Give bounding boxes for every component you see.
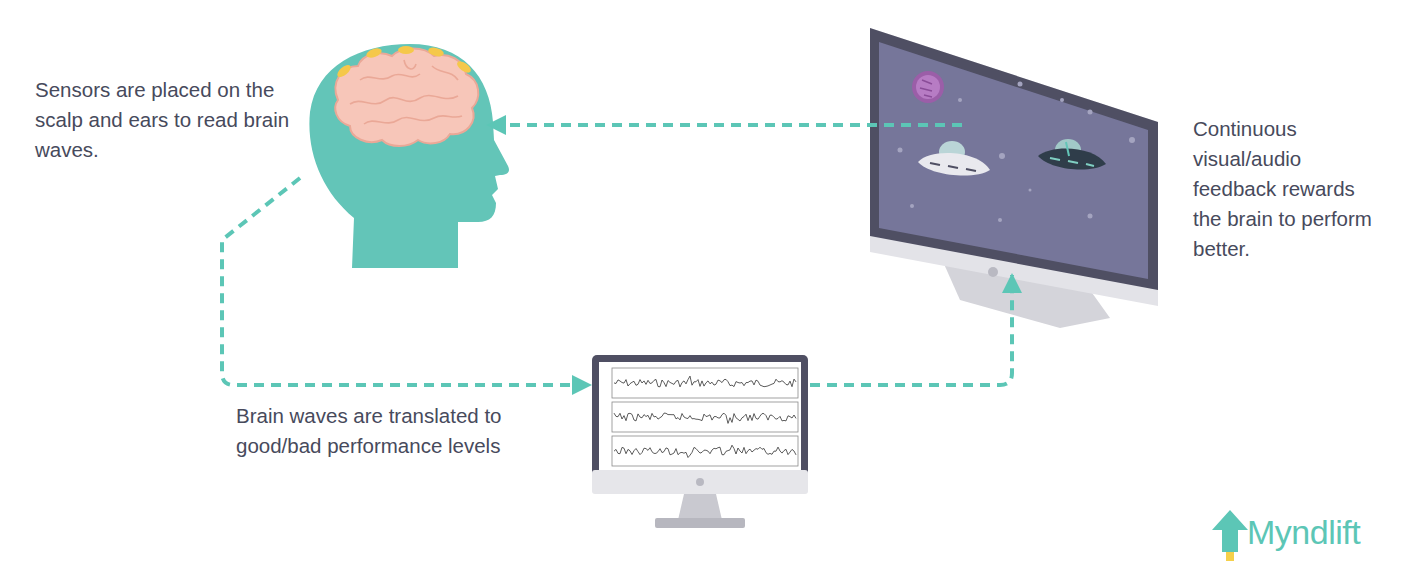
small-monitor bbox=[592, 355, 808, 528]
logo-text: Myndlift bbox=[1247, 512, 1360, 552]
waveform bbox=[614, 413, 796, 423]
head-silhouette bbox=[309, 44, 509, 268]
dashed-arrow bbox=[222, 178, 590, 385]
sensors bbox=[335, 46, 473, 79]
brain bbox=[335, 49, 478, 147]
illustration-node: Continuous visual/audio feedback rewards… bbox=[868, 28, 1158, 278]
caption-text: Continuous visual/audio feedback rewards… bbox=[1193, 114, 1375, 264]
caption-text: Brain waves are translated to good/bad p… bbox=[236, 401, 581, 461]
illustration-node: Brain waves are translated to good/bad p… bbox=[592, 355, 808, 530]
caption-text: Sensors are placed on the scalp and ears… bbox=[35, 75, 297, 165]
illustration-node: Sensors are placed on the scalp and ears… bbox=[300, 45, 500, 270]
waveform bbox=[614, 376, 796, 387]
brain-folds bbox=[350, 60, 462, 124]
dashed-arrow bbox=[488, 123, 962, 127]
dashed-arrow bbox=[810, 275, 1012, 385]
logo-icon bbox=[1212, 510, 1248, 561]
big-monitor bbox=[870, 28, 1158, 328]
waveform bbox=[614, 445, 796, 457]
